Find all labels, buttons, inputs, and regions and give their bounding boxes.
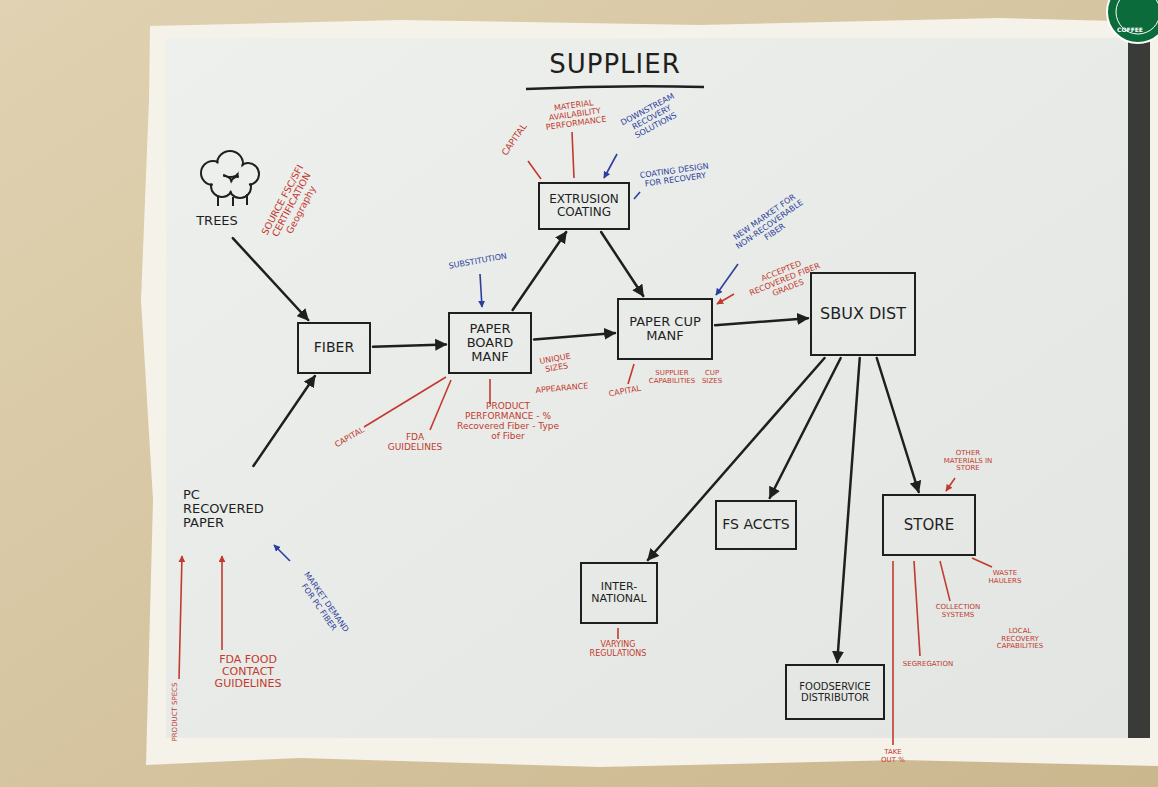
- node-label: PAPER CUP MANF: [624, 315, 706, 344]
- logo-ring: [1116, 0, 1158, 34]
- whiteboard-photo: [166, 38, 1128, 738]
- node-label: INTER- NATIONAL: [587, 581, 651, 605]
- annotation-note: WASTE HAULERS: [985, 570, 1025, 585]
- source-label: PC RECOVERED PAPER: [178, 470, 270, 548]
- board-edge-strip: [1128, 38, 1150, 738]
- annotation-leaders: [179, 132, 992, 745]
- annotation-note: ACCEPTED RECOVERED FIBER GRADES: [738, 251, 831, 309]
- channel-box: FS ACCTS: [715, 500, 797, 550]
- annotation-note: FDA FOOD CONTACT GUIDELINES: [207, 654, 289, 690]
- flow-arrow: [601, 232, 643, 296]
- node-label: FS ACCTS: [722, 517, 790, 532]
- annotation-note: MATERIAL AVAILABILITY PERFORMANCE: [538, 97, 613, 133]
- node-label: FIBER: [304, 340, 364, 355]
- annotation-note: PRODUCT PERFORMANCE - % Recovered Fiber …: [452, 402, 564, 442]
- title-underline: [526, 86, 704, 89]
- flow-arrow: [837, 358, 860, 662]
- process-box: EXTRUSION COATING: [538, 182, 630, 230]
- node-label: PAPER BOARD MANF: [455, 322, 525, 365]
- annotation-note: SUPPLIER CAPABILITIES: [646, 370, 698, 385]
- node-label: TREES: [191, 214, 243, 228]
- annotation-note: NEW MARKET FOR NON-RECOVERABLE FIBER: [724, 187, 817, 263]
- node-label: FOODSERVICE DISTRIBUTOR: [792, 681, 878, 703]
- node-label: PC RECOVERED PAPER: [183, 488, 265, 531]
- annotation-note: SOURCE FSC/SFI CERTIFICATION Geography: [257, 158, 327, 252]
- annotation-note: PRODUCT SPECS: [172, 683, 180, 742]
- tree-icon: [201, 151, 259, 206]
- flow-arrow: [513, 232, 567, 310]
- flow-arrow: [715, 318, 808, 325]
- channel-box: FOODSERVICE DISTRIBUTOR: [785, 664, 885, 720]
- flow-arrow: [534, 333, 615, 339]
- annotation-note: OTHER MATERIALS IN STORE: [938, 450, 998, 473]
- annotation-note: FDA GUIDELINES: [385, 433, 445, 453]
- annotation-note: TAKE OUT %: [878, 749, 908, 764]
- flow-arrow: [233, 238, 308, 320]
- annotation-note: VARYING REGULATIONS: [578, 641, 658, 659]
- source-label: TREES: [186, 208, 248, 234]
- annotation-note: COLLECTION SYSTEMS: [931, 604, 986, 619]
- logo-badge: [1107, 0, 1158, 43]
- process-box: PAPER CUP MANF: [617, 298, 713, 360]
- process-box: PAPER BOARD MANF: [448, 312, 532, 374]
- annotation-note: CAPITAL: [334, 426, 366, 450]
- annotation-note: LOCAL RECOVERY CAPABILITIES: [993, 628, 1048, 651]
- logo-text: COFFEE: [1117, 27, 1143, 34]
- annotation-note: CUP SIZES: [698, 370, 726, 385]
- node-label: EXTRUSION COATING: [545, 193, 623, 219]
- annotation-note: SEGREGATION: [903, 661, 953, 669]
- annotation-note: CAPITAL: [500, 122, 529, 158]
- annotation-note: COATING DESIGN FOR RECOVERY: [634, 162, 716, 191]
- annotation-note: MARKET DEMAND FOR PC FIBER: [290, 565, 353, 645]
- annotation-note: CAPITAL: [608, 385, 641, 399]
- annotation-note: APPEARANCE: [535, 382, 589, 395]
- flow-arrow: [877, 358, 919, 492]
- channel-box: INTER- NATIONAL: [580, 562, 658, 624]
- annotation-note: SUBSTITUTION: [448, 253, 508, 272]
- process-box: SBUX DIST: [810, 272, 916, 356]
- annotation-note: DOWNSTREAM RECOVERY SOLUTIONS: [610, 88, 693, 149]
- flow-arrow: [770, 358, 841, 498]
- annotation-note: UNIQUE SIZES: [535, 352, 577, 376]
- node-label: SBUX DIST: [817, 305, 909, 323]
- flow-arrow: [648, 358, 825, 560]
- torn-photo-frame: [141, 18, 1158, 767]
- process-box: FIBER: [297, 322, 371, 374]
- diagram-title: SUPPLIER: [549, 49, 681, 79]
- flow-arrow: [373, 344, 446, 346]
- flow-arrow: [253, 376, 314, 466]
- node-label: STORE: [889, 517, 969, 534]
- channel-box: STORE: [882, 494, 976, 556]
